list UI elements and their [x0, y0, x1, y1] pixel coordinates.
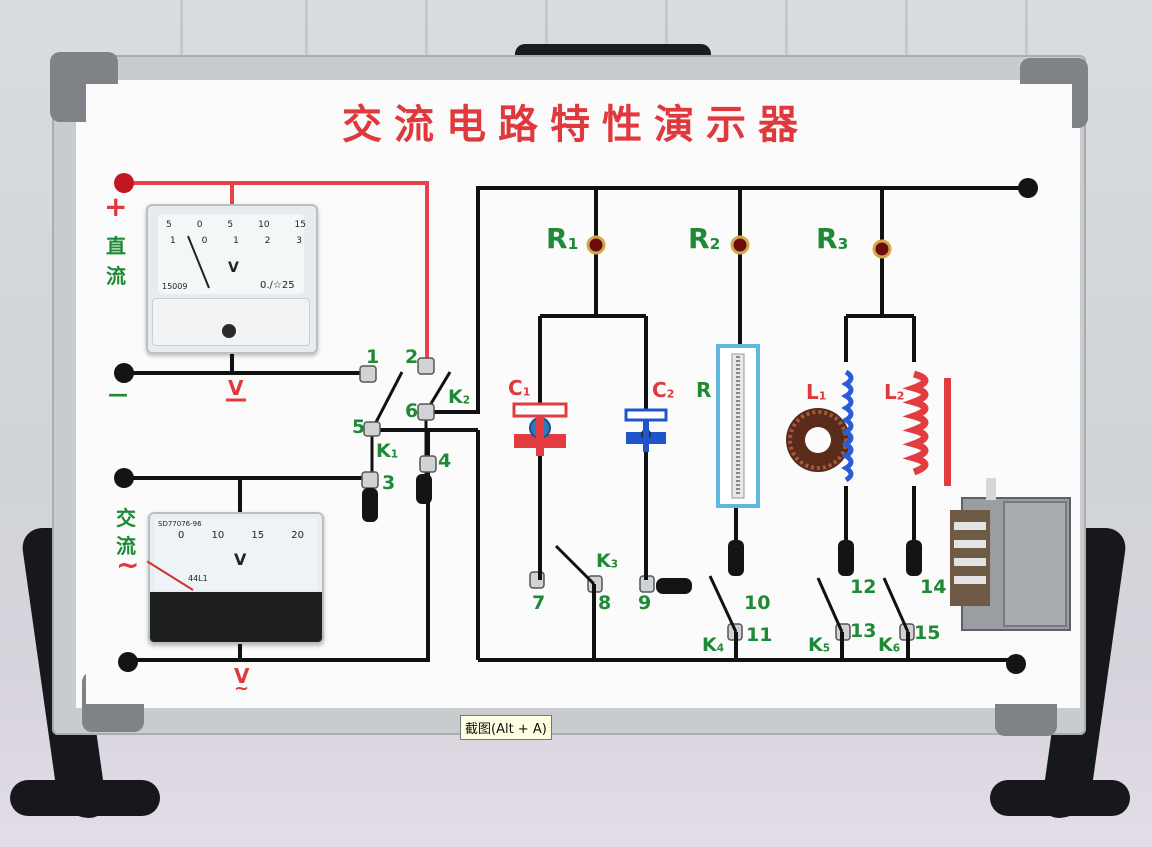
switch-k1-label: K1 [376, 440, 398, 462]
switch-k6-label: K6 [878, 634, 900, 656]
terminal-7: 7 [532, 592, 546, 614]
ac-voltmeter: SD77076-96 0 10 15 20 V 44L1 [146, 512, 324, 644]
binding-posts [114, 173, 1038, 674]
ac-meter-dial [154, 518, 318, 590]
terminal-15: 15 [914, 622, 941, 644]
dc-plus-sign: + [104, 190, 128, 223]
dc-voltmeter: 5 0 5 10 15 1 0 1 2 3 V 15009 0.∕☆25 [146, 204, 318, 354]
dc-label-line2: 流 [106, 264, 126, 288]
terminal-1: 1 [366, 346, 380, 368]
capacitor-c1-label: C1 [508, 376, 531, 400]
switch-k2-label: K2 [448, 386, 470, 408]
bulb-r3-label: R3 [816, 222, 849, 255]
dc-positive-wire [132, 181, 429, 362]
board-title: 交流电路特性演示器 [342, 102, 810, 148]
stand-left-foot [10, 780, 160, 816]
bulb-r1-label: R1 [546, 222, 579, 255]
dc-meter-dial [158, 214, 304, 294]
knife-switches-k3-k6 [554, 544, 910, 633]
dc-meter-adjust-window [152, 298, 310, 346]
switch-k5-label: K5 [808, 634, 830, 656]
terminal-8: 8 [598, 592, 612, 614]
switch-k4-label: K4 [702, 634, 724, 656]
capacitor-c2-label: C2 [652, 378, 675, 402]
dc-scale-top: 5 0 5 10 15 [166, 220, 306, 230]
ac-voltmeter-symbol: V [234, 664, 250, 688]
terminal-6: 6 [405, 400, 419, 422]
probe-plugs [362, 474, 922, 594]
ac-meter-unit: V [234, 550, 247, 569]
terminal-10: 10 [744, 592, 771, 614]
ac-voltmeter-tilde: ~ [234, 678, 250, 699]
terminal-12: 12 [850, 576, 877, 598]
terminal-4: 4 [438, 450, 452, 472]
dc-label-line1: 直 [106, 234, 126, 258]
bulbs [586, 235, 892, 259]
inductor-l2 [902, 370, 951, 486]
ac-meter-base [150, 592, 322, 642]
transformer [950, 478, 1071, 631]
ac-label-line2: 流 [116, 534, 136, 558]
terminal-13: 13 [850, 620, 877, 642]
terminal-14: 14 [920, 576, 947, 598]
terminal-9: 9 [638, 592, 652, 614]
stand-right-foot [990, 780, 1130, 816]
screenshot-tooltip: 截图(Alt + A) [460, 715, 552, 740]
ac-label-line1: 交 [116, 506, 136, 530]
bulb-r2-label: R2 [688, 222, 721, 255]
dc-meter-class: 0.∕☆25 [260, 280, 295, 291]
ac-meter-brand: 44L1 [188, 574, 208, 583]
ac-meter-model-text: SD77076-96 [158, 520, 202, 528]
dc-scale-bottom: 1 0 1 2 3 [170, 236, 302, 246]
terminal-11: 11 [746, 624, 773, 646]
terminal-2: 2 [405, 346, 419, 368]
dc-meter-unit: V [228, 260, 239, 276]
resistor-r-tube [716, 344, 760, 508]
inductor-l1-label: L1 [806, 380, 827, 404]
dc-voltmeter-symbol: V [228, 376, 244, 400]
switch-k3-label: K3 [596, 550, 618, 572]
capacitor-c1 [512, 402, 568, 456]
inductor-l1 [786, 369, 854, 483]
inductor-l2-label: L2 [884, 380, 905, 404]
dc-meter-zero-screw[interactable] [222, 324, 236, 338]
resistor-r-label: R [696, 378, 712, 402]
dc-minus-sign: — [108, 382, 128, 406]
left-black-wires [132, 186, 1028, 662]
capacitor-c2 [624, 408, 668, 452]
terminal-5: 5 [352, 416, 366, 438]
terminal-clips [359, 357, 915, 641]
ac-tilde: ~ [116, 548, 140, 581]
ac-scale: 0 10 15 20 [178, 530, 304, 541]
terminal-3: 3 [382, 472, 396, 494]
dc-meter-model: 15009 [162, 282, 188, 291]
